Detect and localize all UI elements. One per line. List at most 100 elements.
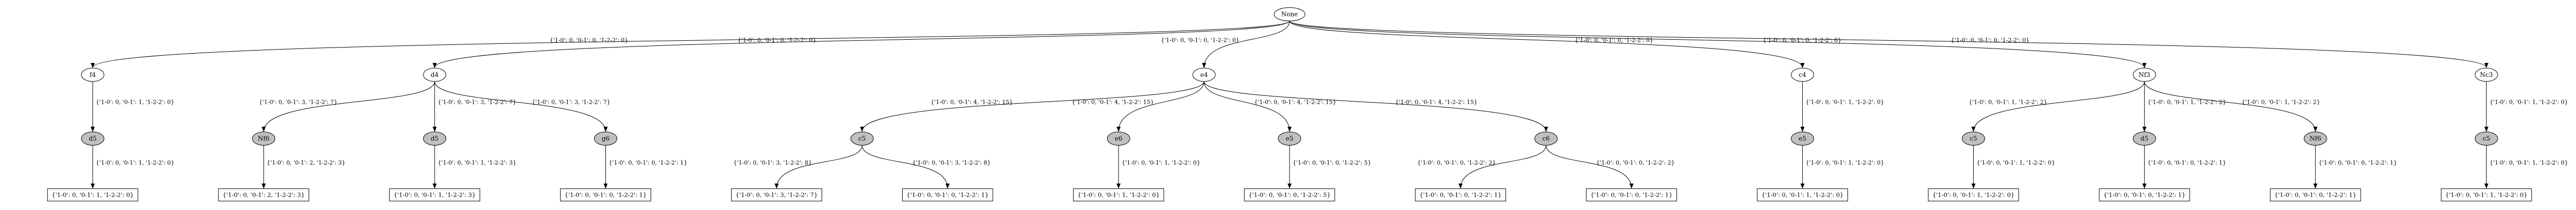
reply-move-node: g6 bbox=[594, 132, 618, 146]
leaf-label: {'1-0': 0, '0-1': 1, '1-2-2': 0} bbox=[1077, 191, 1160, 199]
edge-label: {'1-0': 0, '0-1': 0, '1-2-2': 0} bbox=[1763, 37, 1842, 43]
tree-edge bbox=[261, 81, 435, 132]
edge-label: {'1-0': 0, '0-1': 0, '1-2-2': 5} bbox=[1293, 159, 1371, 166]
leaf-box bbox=[1586, 188, 1677, 202]
root-node: None bbox=[1274, 7, 1306, 22]
reply-move-node: c5 bbox=[2475, 132, 2498, 146]
edge-label: {'1-0': 0, '0-1': 3, '1-2-2': 7} bbox=[259, 99, 338, 105]
edge-label: {'1-0': 0, '0-1': 4, '1-2-2': 15} bbox=[1254, 99, 1336, 105]
node-ellipse bbox=[1534, 132, 1558, 146]
node-label: d5 bbox=[89, 135, 96, 142]
node-label: e5 bbox=[1799, 135, 1806, 142]
leaf-node: {'1-0': 0, '0-1': 0, '1-2-2': 1} bbox=[902, 188, 993, 202]
edge-label: {'1-0': 0, '0-1': 1, '1-2-2': 0} bbox=[96, 159, 175, 166]
edge-label: {'1-0': 0, '0-1': 3, '1-2-2': 7} bbox=[438, 99, 517, 105]
tree-edge bbox=[1204, 81, 1292, 132]
edge-label: {'1-0': 0, '0-1': 4, '1-2-2': 15} bbox=[930, 99, 1013, 105]
edge-label: {'1-0': 0, '0-1': 1, '1-2-2': 2} bbox=[2242, 99, 2320, 105]
node-ellipse bbox=[1791, 132, 1815, 146]
leaf-node: {'1-0': 0, '0-1': 0, '1-2-2': 1} bbox=[1415, 188, 1506, 202]
edge-label: {'1-0': 0, '0-1': 1, '1-2-2': 2} bbox=[2147, 99, 2226, 105]
node-label: None bbox=[1281, 11, 1298, 18]
node-ellipse bbox=[252, 132, 276, 146]
tree-edge bbox=[91, 21, 1290, 68]
leaf-node: {'1-0': 0, '0-1': 2, '1-2-2': 3} bbox=[218, 188, 310, 202]
node-ellipse bbox=[850, 132, 874, 146]
leaf-node: {'1-0': 0, '0-1': 1, '1-2-2': 0} bbox=[2441, 188, 2532, 202]
node-label: e5 bbox=[1286, 135, 1294, 142]
leaf-box bbox=[2099, 188, 2190, 202]
leaf-label: {'1-0': 0, '0-1': 3, '1-2-2': 7} bbox=[736, 191, 818, 199]
tree-edge bbox=[1289, 21, 2488, 68]
leaf-box bbox=[2269, 188, 2361, 202]
leaf-label: {'1-0': 0, '0-1': 0, '1-2-2': 1} bbox=[1590, 191, 1673, 199]
edges-layer bbox=[90, 21, 2489, 189]
leaf-label: {'1-0': 0, '0-1': 0, '1-2-2': 1} bbox=[2104, 191, 2186, 199]
node-label: Nf6 bbox=[258, 135, 270, 142]
leaf-label: {'1-0': 0, '0-1': 0, '1-2-2': 1} bbox=[907, 191, 989, 199]
edge-label: {'1-0': 0, '0-1': 0, '1-2-2': 2} bbox=[1596, 159, 1675, 166]
node-label: c6 bbox=[1543, 135, 1550, 142]
edge-label: {'1-0': 0, '0-1': 1, '1-2-2': 0} bbox=[1976, 159, 2055, 166]
leaf-node: {'1-0': 0, '0-1': 0, '1-2-2': 1} bbox=[1586, 188, 1677, 202]
first-move-node: Nc3 bbox=[2475, 68, 2498, 82]
node-ellipse bbox=[1107, 132, 1130, 146]
tree-edge bbox=[432, 21, 1290, 68]
node-ellipse bbox=[423, 132, 447, 146]
tree-edge bbox=[1289, 21, 1805, 68]
edge-label: {'1-0': 0, '0-1': 0, '1-2-2': 0} bbox=[1575, 37, 1654, 43]
node-ellipse bbox=[81, 132, 105, 146]
leaf-box bbox=[1244, 188, 1335, 202]
node-ellipse bbox=[1961, 132, 1985, 146]
edge-label: {'1-0': 0, '0-1': 0, '1-2-2': 1} bbox=[2147, 159, 2226, 166]
reply-move-node: e5 bbox=[1791, 132, 1815, 146]
node-label: d5 bbox=[2141, 135, 2148, 142]
node-ellipse bbox=[2475, 132, 2498, 146]
edge-label: {'1-0': 0, '0-1': 0, '1-2-2': 1} bbox=[609, 159, 688, 166]
reply-move-node: d5 bbox=[81, 132, 105, 146]
reply-move-node: e5 bbox=[1278, 132, 1301, 146]
leaf-node: {'1-0': 0, '0-1': 3, '1-2-2': 7} bbox=[731, 188, 822, 202]
tree-edge bbox=[861, 145, 950, 189]
tree-edge bbox=[434, 81, 608, 132]
leaf-label: {'1-0': 0, '0-1': 1, '1-2-2': 0} bbox=[2445, 191, 2528, 199]
first-move-node: Nf3 bbox=[2132, 68, 2156, 82]
tree-edge bbox=[1116, 81, 1205, 132]
node-ellipse bbox=[2132, 68, 2156, 82]
node-label: c4 bbox=[1799, 71, 1806, 78]
node-label: c5 bbox=[858, 135, 866, 142]
leaf-node: {'1-0': 0, '0-1': 0, '1-2-2': 5} bbox=[1244, 188, 1335, 202]
leaf-label: {'1-0': 0, '0-1': 1, '1-2-2': 0} bbox=[52, 191, 134, 199]
reply-move-node: Nf6 bbox=[2303, 132, 2327, 146]
leaf-box bbox=[47, 188, 139, 202]
edge-label: {'1-0': 0, '0-1': 1, '1-2-2': 0} bbox=[1122, 159, 1200, 166]
node-label: Nc3 bbox=[2480, 71, 2493, 78]
edge-label: {'1-0': 0, '0-1': 1, '1-2-2': 0} bbox=[96, 99, 175, 105]
node-label: f4 bbox=[90, 71, 96, 78]
edge-label: {'1-0': 0, '0-1': 2, '1-2-2': 3} bbox=[267, 159, 346, 166]
nodes-layer: None f4 d5 {'1-0': 0, '0-1': 1, '1-2-2': 0}… bbox=[47, 7, 2532, 202]
edge-label: {'1-0': 0, '0-1': 0, '1-2-2': 0} bbox=[1161, 37, 1240, 43]
node-ellipse bbox=[1791, 68, 1815, 82]
leaf-label: {'1-0': 0, '0-1': 1, '1-2-2': 3} bbox=[394, 191, 476, 199]
tree-edge bbox=[1204, 81, 1548, 132]
leaf-box bbox=[560, 188, 651, 202]
node-ellipse bbox=[1192, 68, 1216, 82]
leaf-box bbox=[1073, 188, 1164, 202]
reply-move-node: d5 bbox=[2132, 132, 2156, 146]
node-ellipse bbox=[423, 68, 447, 82]
reply-move-node: c5 bbox=[850, 132, 874, 146]
node-ellipse bbox=[2475, 68, 2498, 82]
node-ellipse bbox=[2303, 132, 2327, 146]
edge-label: {'1-0': 0, '0-1': 1, '1-2-2': 0} bbox=[2489, 99, 2568, 105]
node-ellipse bbox=[81, 68, 105, 82]
edge-label: {'1-0': 0, '0-1': 1, '1-2-2': 0} bbox=[2489, 159, 2568, 166]
node-ellipse bbox=[2132, 132, 2156, 146]
reply-move-node: c6 bbox=[1534, 132, 1558, 146]
node-label: d4 bbox=[431, 71, 439, 78]
edge-label: {'1-0': 0, '0-1': 0, '1-2-2': 2} bbox=[1417, 159, 1496, 166]
edge-label: {'1-0': 0, '0-1': 1, '1-2-2': 0} bbox=[1806, 159, 1885, 166]
node-label: Nf6 bbox=[2310, 135, 2321, 142]
leaf-box bbox=[1757, 188, 1848, 202]
reply-move-node: Nf6 bbox=[252, 132, 276, 146]
